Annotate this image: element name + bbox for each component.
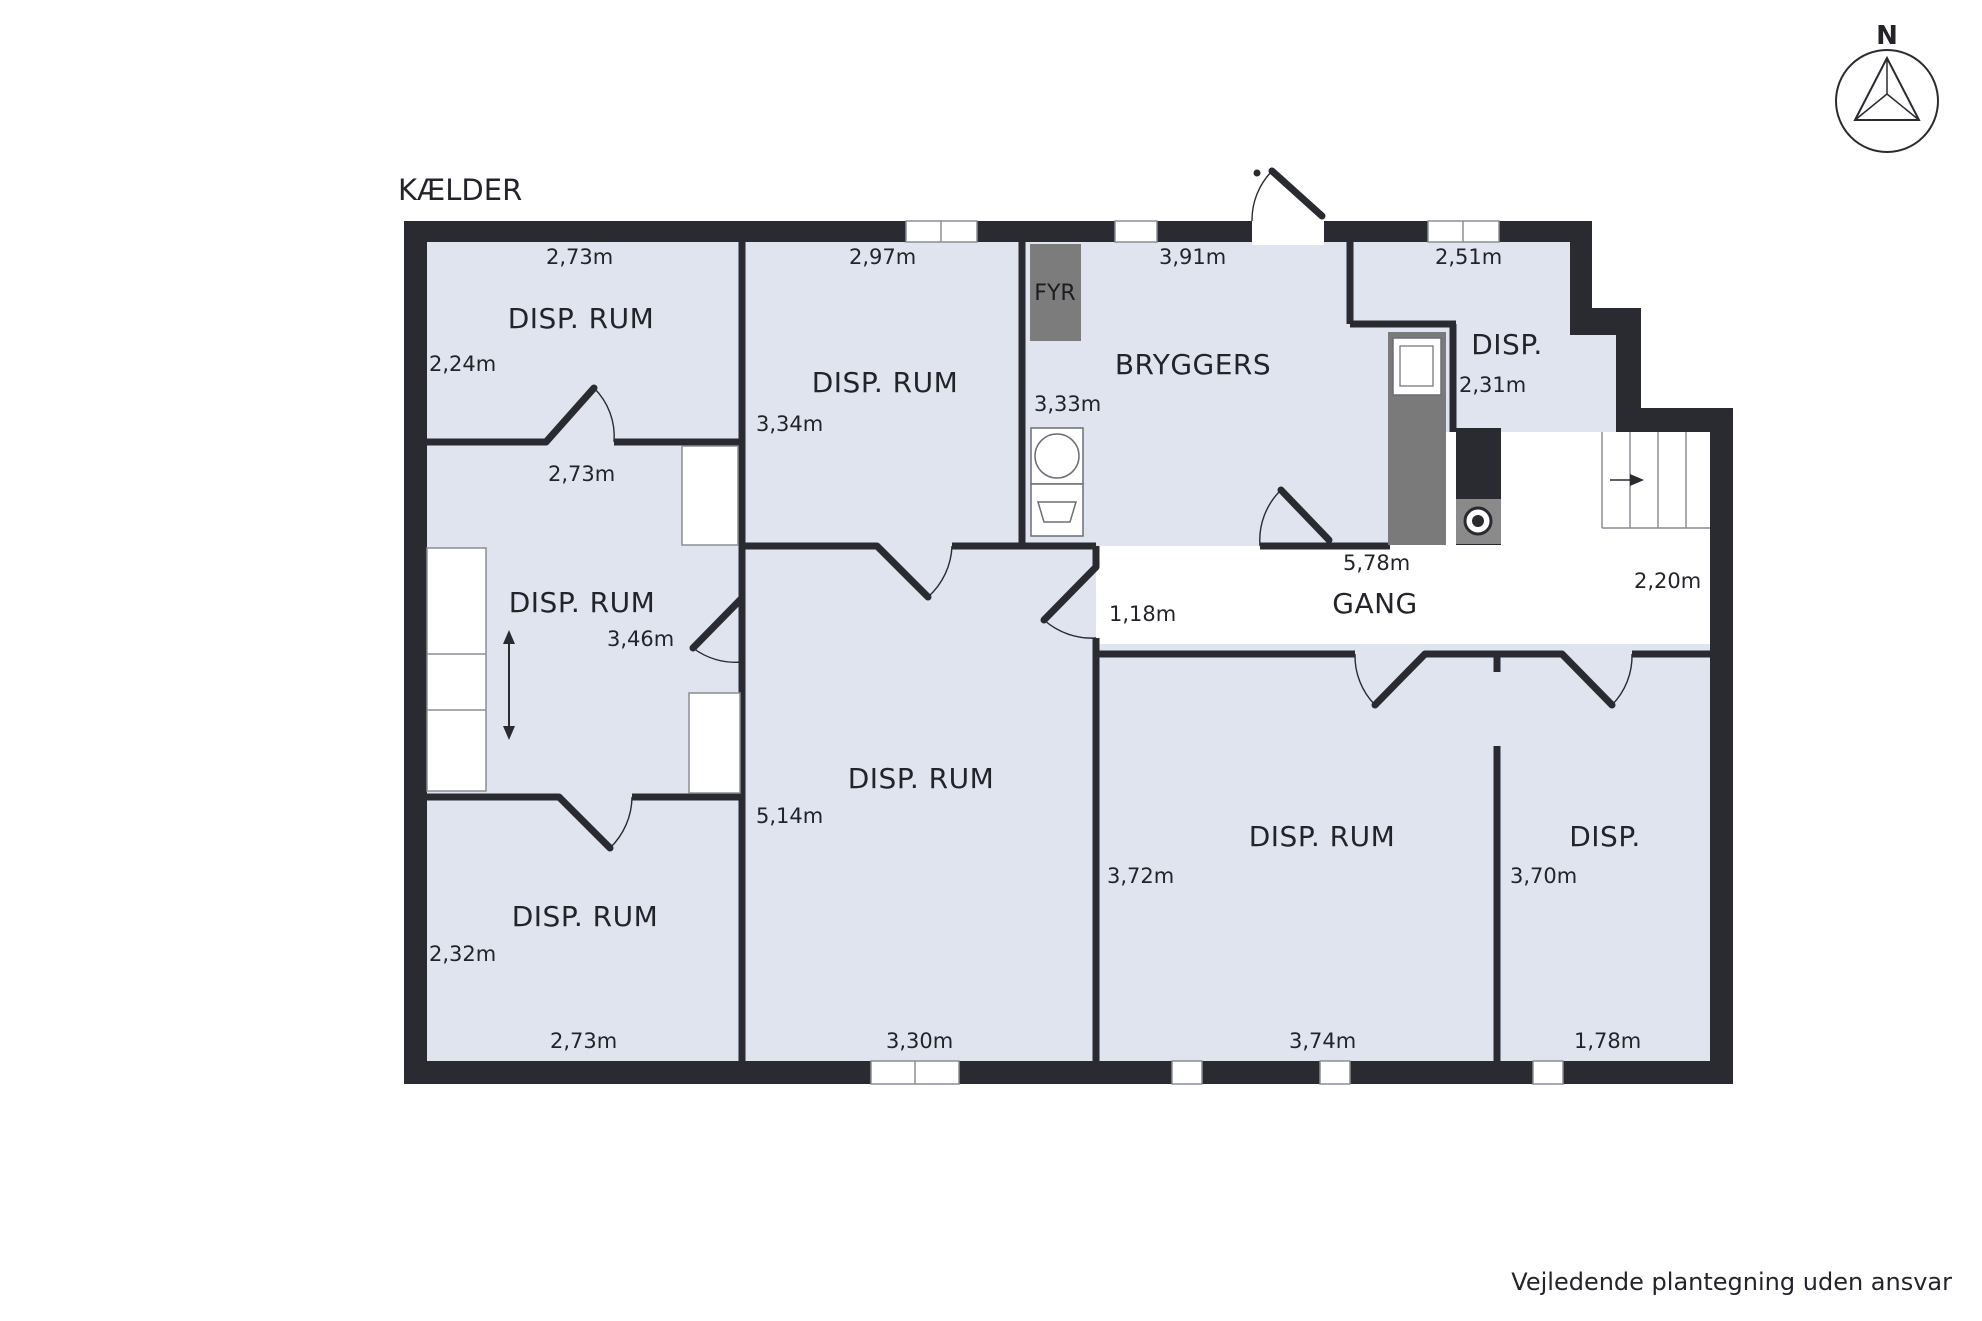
windows xyxy=(870,220,1564,1085)
dimension-label: 2,73m xyxy=(550,1029,617,1053)
room-name-bryggers: BRYGGERS xyxy=(1115,348,1271,381)
room-name-disp-rum-bottom-mid: DISP. RUM xyxy=(1249,820,1396,853)
dimension-label: 2,51m xyxy=(1435,245,1502,269)
compass-icon: N xyxy=(1835,21,1939,153)
storage-shelves xyxy=(426,445,741,794)
boiler-fixture xyxy=(1030,244,1081,341)
dimension-label: 1,18m xyxy=(1109,602,1176,626)
room-name-disp-bottom-right: DISP. xyxy=(1569,820,1641,853)
dimension-label: 3,46m xyxy=(607,627,674,651)
room-name-gang: GANG xyxy=(1332,587,1418,620)
dimension-label: 3,33m xyxy=(1034,392,1101,416)
dimension-label: 5,14m xyxy=(756,804,823,828)
doors xyxy=(542,167,1633,852)
room-name-disp-rum-left-mid: DISP. RUM xyxy=(509,586,656,619)
dimension-label: 3,34m xyxy=(756,412,823,436)
stairs-icon xyxy=(1600,432,1710,529)
boiler-label: FYR xyxy=(1034,281,1075,306)
washing-machine-icon xyxy=(1030,427,1084,537)
dimension-label: 5,78m xyxy=(1343,551,1410,575)
room-name-disp-rum-top-left: DISP. RUM xyxy=(508,302,655,335)
dimension-label: 1,78m xyxy=(1574,1029,1641,1053)
room-name-disp-rum-bottom-left: DISP. RUM xyxy=(512,900,659,933)
dimension-label: 3,91m xyxy=(1159,245,1226,269)
dimension-label: 3,30m xyxy=(886,1029,953,1053)
dimension-label: 2,97m xyxy=(849,245,916,269)
dimension-label: 3,70m xyxy=(1510,864,1577,888)
disclaimer: Vejledende plantegning uden ansvar xyxy=(1511,1268,1952,1296)
floor-label: KÆLDER xyxy=(398,173,522,207)
room-name-disp-small: DISP. xyxy=(1471,328,1543,361)
room-name-disp-rum-top-mid: DISP. RUM xyxy=(812,366,959,399)
compass-label: N xyxy=(1876,21,1898,51)
room-name-disp-rum-center: DISP. RUM xyxy=(848,762,995,795)
dimension-label: 2,24m xyxy=(429,352,496,376)
sink-icon xyxy=(1388,332,1446,545)
dimension-label: 3,72m xyxy=(1107,864,1174,888)
dimension-label: 2,73m xyxy=(548,462,615,486)
dimension-label: 3,74m xyxy=(1289,1029,1356,1053)
dimension-label: 2,73m xyxy=(546,245,613,269)
dimension-label: 2,32m xyxy=(429,942,496,966)
dimension-label: 2,31m xyxy=(1459,373,1526,397)
dimension-label: 2,20m xyxy=(1634,569,1701,593)
drain-icon xyxy=(1456,499,1501,544)
interior-walls xyxy=(427,242,1710,1061)
